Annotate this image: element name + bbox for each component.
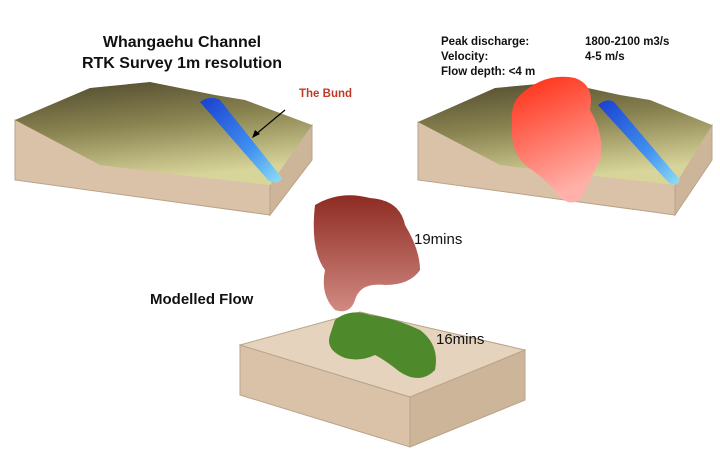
modelled-flow-label: Modelled Flow bbox=[150, 291, 254, 308]
stat-label: Velocity: bbox=[441, 51, 489, 63]
bund-label: The Bund bbox=[299, 88, 353, 100]
flow-green-16mins bbox=[329, 312, 436, 379]
title-line-2: RTK Survey 1m resolution bbox=[81, 55, 283, 72]
stat-label: Peak discharge: bbox=[441, 36, 530, 48]
channel-blue-right bbox=[598, 100, 680, 185]
modelled-flow-block bbox=[238, 195, 527, 448]
terrain-block-survey bbox=[14, 82, 313, 217]
stat-label: Flow depth: <4 m bbox=[441, 66, 536, 78]
stat-value: 1800-2100 m3/s bbox=[585, 36, 670, 48]
flow-red-19mins bbox=[313, 195, 420, 312]
survey-title: Whangaehu Channel RTK Survey 1m resoluti… bbox=[52, 32, 312, 74]
time-label-19mins: 19mins bbox=[414, 231, 463, 248]
flow-stats-values: 1800-2100 m3/s 4-5 m/s bbox=[585, 35, 669, 65]
title-line-1: Whangaehu Channel bbox=[102, 34, 262, 51]
terrain-block-flow bbox=[417, 76, 713, 217]
flow-stats-labels: Peak discharge: Velocity: Flow depth: <4… bbox=[441, 35, 535, 80]
flow-red-plume bbox=[511, 76, 602, 203]
arrow-to-bund bbox=[254, 109, 286, 136]
time-label-16mins: 16mins bbox=[436, 331, 485, 348]
channel-blue-left bbox=[200, 97, 282, 183]
stat-value: 4-5 m/s bbox=[585, 51, 625, 63]
